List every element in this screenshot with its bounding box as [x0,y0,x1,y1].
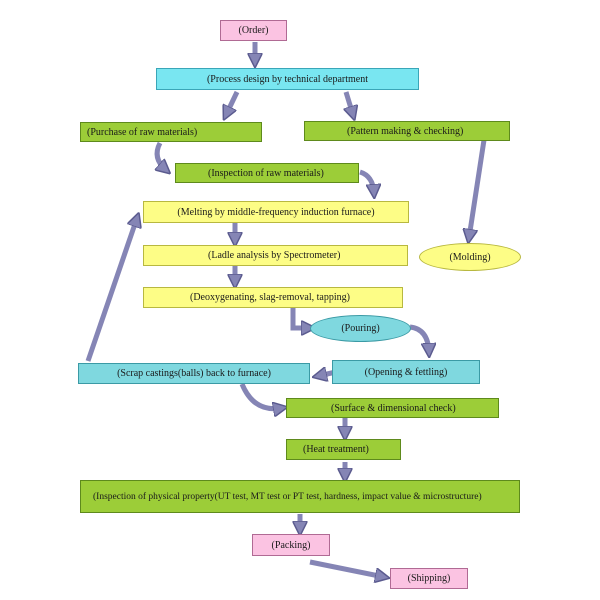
process-design-node: (Process design by technical department [156,68,419,90]
packing-node: (Packing) [252,534,330,556]
shipping-node: (Shipping) [390,568,468,589]
arrow-scrap-to-surface [239,382,282,409]
molding-node: (Molding) [419,243,521,271]
purchase-raw-materials-node: (Purchase of raw materials) [80,122,262,142]
ladle-analysis-node: (Ladle analysis by Spectrometer) [143,245,408,266]
melting-node: (Melting by middle-frequency induction f… [143,201,409,223]
physical-property-node: (Inspection of physical property(UT test… [80,480,520,513]
opening-fettling-node: (Opening & fettling) [332,360,480,384]
arrow-design-to-purchase [226,90,240,115]
scrap-castings-node: (Scrap castings(balls) back to furnace) [78,363,310,384]
arrow-inspection-to-melting [359,169,374,193]
arrow-pattern-to-molding [469,139,487,238]
pattern-making-node: (Pattern making & checking) [304,121,510,141]
deoxygenating-node: (Deoxygenating, slag-removal, tapping) [143,287,403,308]
pouring-node: (Pouring) [310,315,411,342]
inspection-raw-materials-node: (Inspection of raw materials) [175,163,359,183]
arrow-pouring-to-opening [409,324,429,352]
arrow-packing-to-shipping [309,559,384,577]
order-node: (Order) [220,20,287,41]
surface-check-node: (Surface & dimensional check) [286,398,499,418]
arrow-design-to-pattern [346,91,353,115]
arrow-scrap-to-melting [85,218,137,362]
arrow-deox-to-pouring [290,308,310,328]
arrow-purchase-to-inspection [157,141,166,170]
heat-treatment-node: (Heat treatment) [286,439,401,460]
